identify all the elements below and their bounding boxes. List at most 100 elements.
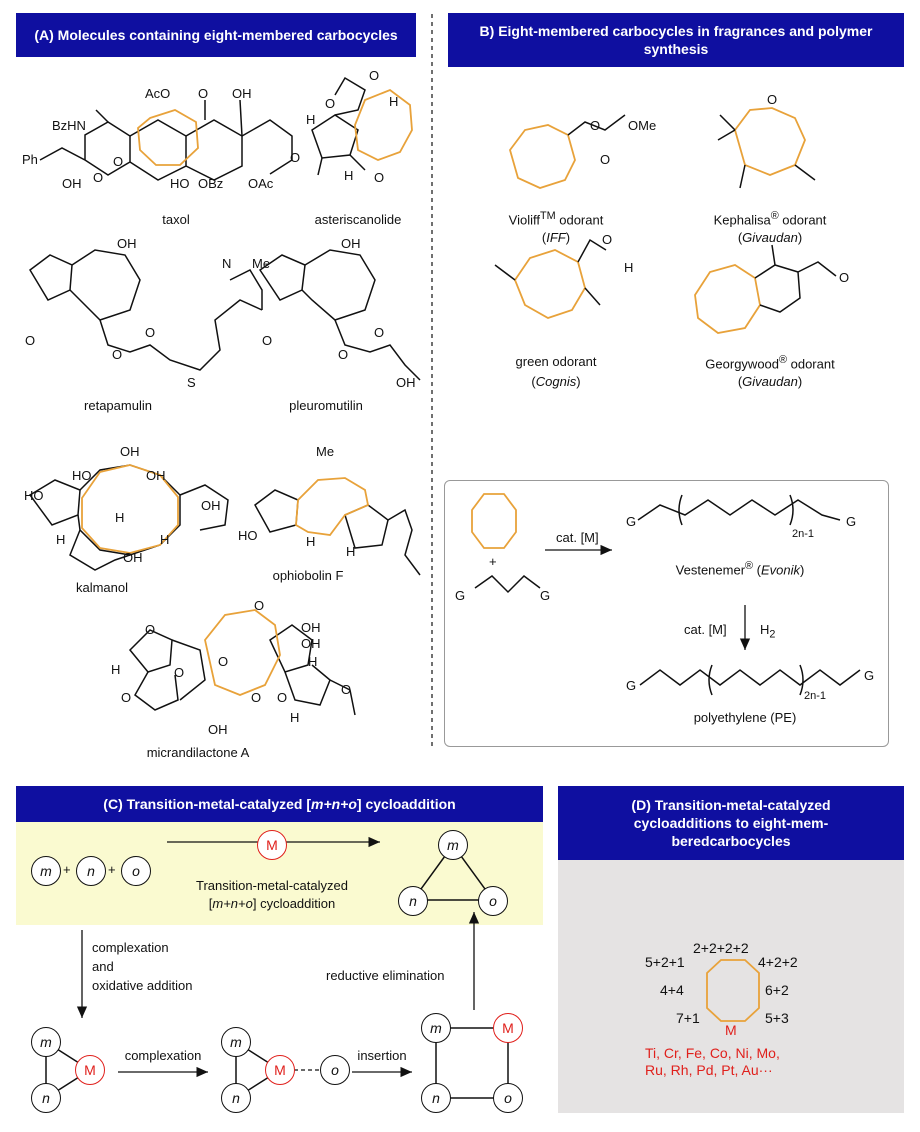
step2-label: complexation <box>124 1048 202 1063</box>
int2-metal: M <box>265 1055 295 1085</box>
catalyst-label-1: cat. [M] <box>556 530 599 545</box>
molecule-name-kalmanol: kalmanol <box>75 580 129 595</box>
violiff-label: VioliffTM odorant <box>509 210 604 227</box>
taxol-atom-oh2: OH <box>62 176 82 191</box>
overall-label-pre: [ <box>208 896 213 911</box>
pleuromutilin-atom-o2: O <box>338 347 349 362</box>
retapamulin-atom-oh: OH <box>117 236 137 251</box>
vestenemer-g-left: G <box>626 514 637 529</box>
violiff-ring <box>509 124 576 189</box>
vestenemer-chain <box>637 499 841 521</box>
overall-arrow-label-1: Transition-metal-catalyzed <box>196 878 348 893</box>
kephalisa-atom-o: O <box>767 92 778 107</box>
catalyst-label-2: cat. [M] <box>684 622 727 637</box>
green-odorant-atom-h: H <box>624 260 634 275</box>
asteriscanolide-atom-h: H <box>389 94 399 109</box>
panel-d-title: (D) Transition-metal-catalyzed cycloaddi… <box>558 786 904 860</box>
micrandilactone-structure <box>128 624 356 716</box>
micrandilactone-atom-h: H <box>111 662 121 677</box>
violiff-atom-ome: OMe <box>628 118 657 133</box>
violiff-atom-o: O <box>590 118 601 133</box>
retapamulin-structure <box>29 249 263 371</box>
reactant-m: m <box>31 856 61 886</box>
asteriscanolide-ring <box>354 88 413 161</box>
metallacycle-square <box>435 1027 509 1099</box>
kephalisa-company: (Givaudan) <box>737 230 803 245</box>
int2-m: m <box>221 1027 251 1057</box>
kalmanol-atom-oh4: OH <box>123 550 143 565</box>
micrandilactone-atom-o8: O <box>341 682 352 697</box>
molecule-name-ophiobolin: ophiobolin F <box>272 568 344 583</box>
violiff-company-name: IFF <box>546 230 566 245</box>
pleuromutilin-atom-oh: OH <box>341 236 361 251</box>
taxol-atom-oac: OAc <box>248 176 274 191</box>
ophiobolin-atom-me: Me <box>316 444 335 459</box>
overall-label-post: ] cycloaddition <box>252 896 336 911</box>
georgywood-sup: ® <box>779 354 787 366</box>
kalmanol-atom-ho: HO <box>72 468 92 483</box>
georgywood-company: (Givaudan) <box>737 374 803 389</box>
pleuromutilin-structure <box>258 249 421 381</box>
cyclooctadiene-ring <box>471 493 517 549</box>
product-o: o <box>478 886 508 916</box>
vestenemer-subscript: 2n-1 <box>792 528 815 540</box>
kephalisa-suffix: odorant <box>778 212 827 228</box>
overall-arrow-label-2: [m+n+o] cycloaddition <box>209 896 336 911</box>
micrandilactone-atom-oh2: OH <box>301 636 321 651</box>
taxol-atom-obz: OBz <box>198 176 224 191</box>
violiff-atom-o2: O <box>600 152 611 167</box>
micrandilactone-atom-o6: O <box>251 690 262 705</box>
micrandilactone-atom-o2: O <box>254 598 265 613</box>
ophiobolin-atom-h2: H <box>346 544 356 559</box>
metallacycle-triangle <box>45 1040 92 1100</box>
asteriscanolide-atom-o2: O <box>369 68 380 83</box>
retapamulin-atom-me: Me <box>252 256 271 271</box>
taxol-atom-o2: O <box>93 170 104 185</box>
micrandilactone-atom-h2: H <box>308 654 318 669</box>
pe-chain <box>639 669 861 686</box>
int1-metal: M <box>75 1055 105 1085</box>
molecule-name-micrandilactone: micrandilactone A <box>146 745 250 760</box>
retapamulin-atom-o2: O <box>112 347 123 362</box>
asteriscanolide-atom-o: O <box>325 96 336 111</box>
metals-list: Ti, Cr, Fe, Co, Ni, Mo, Ru, Rh, Pd, Pt, … <box>645 1045 780 1079</box>
kephalisa-substituents <box>717 114 816 189</box>
kephalisa-sup: ® <box>770 210 779 222</box>
molecule-name-retapamulin: retapamulin <box>84 398 152 413</box>
violiff-name: Violiff <box>508 212 540 228</box>
kalmanol-atom-h3: H <box>160 532 170 547</box>
micrandilactone-atom-o5: O <box>121 690 132 705</box>
georgywood-company-name: Givaudan <box>742 374 798 389</box>
pe-g-left: G <box>626 678 637 693</box>
pe-g-right: G <box>864 668 875 683</box>
taxol-atom-oh: OH <box>232 86 252 101</box>
asteriscanolide-atom-h2: H <box>306 112 316 127</box>
int1-m: m <box>31 1027 61 1057</box>
panel-c-title: (C) Transition-metal-catalyzed [m+n+o] c… <box>16 786 543 822</box>
micrandilactone-atom-o7: O <box>277 690 288 705</box>
panel-a-title: (A) Molecules containing eight-membered … <box>16 13 416 57</box>
asteriscanolide-structure <box>311 76 366 176</box>
plus-1: + <box>63 862 71 877</box>
panel-c-title-pre: (C) Transition-metal-catalyzed [ <box>103 796 311 812</box>
green-odorant-ring <box>513 249 586 319</box>
step4-label: reductive elimination <box>326 968 445 983</box>
pleuromutilin-atom-o3: O <box>374 325 385 340</box>
h2-label: H2 <box>760 622 775 641</box>
step1-label-2: and <box>92 959 114 974</box>
green-odorant-company: (Cognis) <box>531 374 581 389</box>
green-odorant-atom-o: O <box>602 232 613 247</box>
vestenemer-name: Vestenemer <box>675 562 746 578</box>
violiff-sup: TM <box>539 210 556 222</box>
step1-label-1: complexation <box>92 940 169 955</box>
pe-brackets <box>708 664 804 696</box>
h2-subscript: 2 <box>769 628 776 641</box>
pleuromutilin-atom-oh2: OH <box>396 375 416 390</box>
reagent-g-left: G <box>455 588 466 603</box>
vestenemer-label: Vestenemer® (Evonik) <box>675 560 805 578</box>
kephalisa-ring <box>734 107 806 176</box>
plus-sign: + <box>489 554 497 569</box>
ophiobolin-atom-ho: HO <box>238 528 258 543</box>
vestenemer-brackets <box>678 494 794 526</box>
plus-2: + <box>108 862 116 877</box>
